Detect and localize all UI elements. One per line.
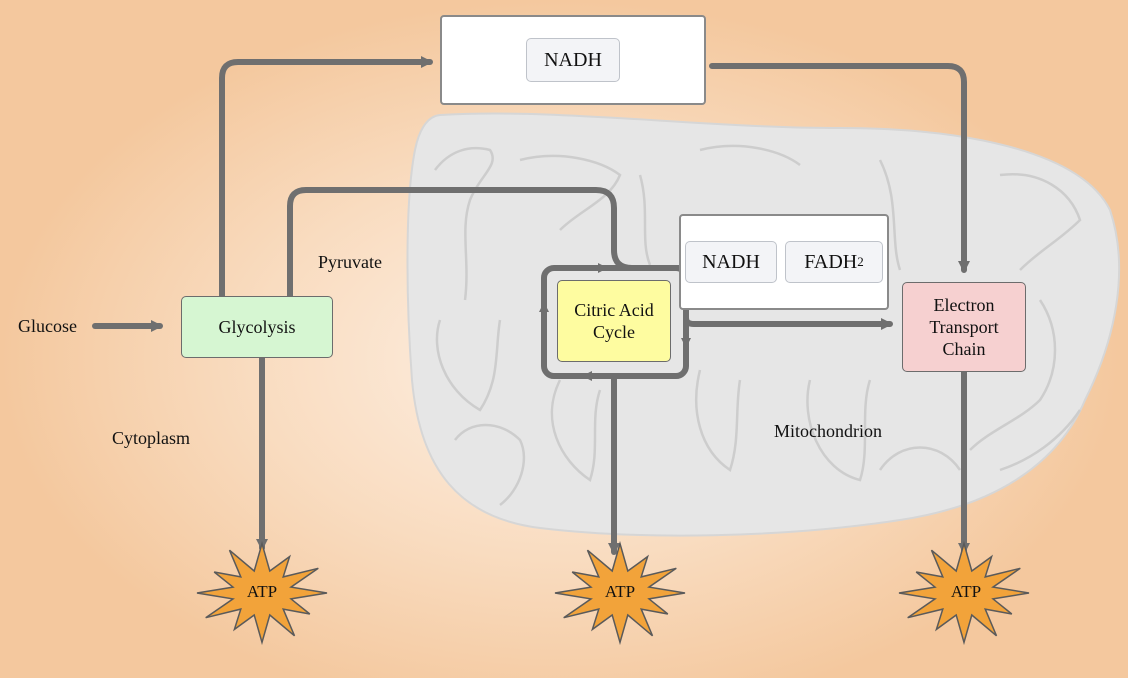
citric-label-line2: Cycle	[593, 322, 635, 342]
fadh2-subscript: 2	[857, 254, 864, 269]
arrow-glycolysis-nadh	[219, 56, 433, 301]
electron-transport-chain-box: Electron Transport Chain	[902, 282, 1026, 372]
citric-label-line1: Citric Acid	[574, 300, 654, 320]
nadh-chip-citric: NADH	[685, 241, 777, 283]
citric-cycle-loop	[539, 263, 691, 381]
atp-star-citric	[554, 540, 686, 646]
citric-acid-cycle-box: Citric Acid Cycle	[557, 280, 671, 362]
arrow-pyruvate-citric	[287, 187, 683, 301]
glycolysis-box: Glycolysis	[181, 296, 333, 358]
mitochondrion-label: Mitochondrion	[774, 421, 882, 441]
fadh2-label: FADH	[804, 251, 858, 273]
arrow-nadh-etc	[709, 63, 970, 273]
etc-label-line2: Transport	[929, 317, 999, 337]
atp-label-citric: ATP	[604, 582, 636, 601]
atp-star-etc	[898, 540, 1030, 646]
nadh-chip-top: NADH	[526, 38, 620, 82]
atp-label-glycolysis: ATP	[246, 582, 278, 601]
atp-star-glycolysis	[196, 540, 328, 646]
atp-label-etc: ATP	[950, 582, 982, 601]
etc-label-line1: Electron	[933, 295, 995, 315]
cristae	[434, 144, 1082, 506]
etc-label-line3: Chain	[942, 339, 986, 359]
glucose-label: Glucose	[18, 316, 77, 336]
pyruvate-label: Pyruvate	[318, 252, 382, 272]
cytoplasm-label: Cytoplasm	[112, 428, 191, 448]
nadh-glycolysis-box: NADH	[440, 15, 706, 105]
